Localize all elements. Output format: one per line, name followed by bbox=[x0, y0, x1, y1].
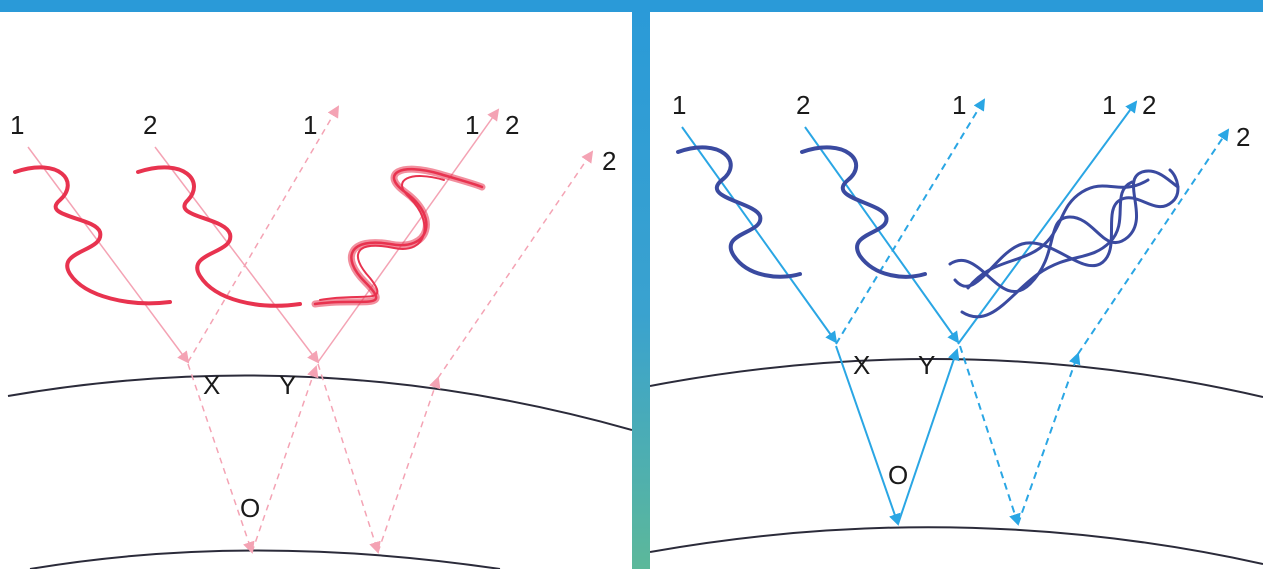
left-incident-ray-1 bbox=[27, 146, 190, 364]
left-incident-ray-2 bbox=[154, 146, 320, 364]
right-refracted-up bbox=[897, 348, 960, 525]
right-label-in-2: 2 bbox=[796, 90, 810, 120]
right-reflected-ray-1 bbox=[835, 98, 986, 345]
left-combined-ray-12 bbox=[317, 108, 500, 363]
right-bottom-surface bbox=[650, 526, 1263, 565]
right-point-y: Y bbox=[918, 350, 935, 380]
left-ray2-transmitted bbox=[317, 363, 381, 554]
right-diagram-svg: 1 2 1 1 2 2 X Y O bbox=[650, 90, 1263, 565]
left-wave-2 bbox=[136, 165, 302, 308]
right-ray2-return bbox=[1017, 352, 1081, 525]
left-point-y: Y bbox=[279, 370, 296, 400]
left-label-out-12: 1 bbox=[465, 110, 479, 140]
left-ray2-reflected-out bbox=[437, 150, 594, 379]
right-point-o: O bbox=[888, 460, 908, 490]
right-diagram-panel: 1 2 1 1 2 2 X Y O bbox=[650, 12, 1263, 569]
left-label-in-2: 2 bbox=[143, 110, 157, 140]
right-label-in-1: 1 bbox=[672, 90, 686, 120]
left-ray2-return bbox=[377, 376, 441, 553]
left-bottom-surface bbox=[29, 549, 501, 569]
right-refracted-down bbox=[835, 345, 901, 526]
right-label-out-12: 1 bbox=[1102, 90, 1116, 120]
right-label-out-12b: 2 bbox=[1142, 90, 1156, 120]
left-label-out-1: 1 bbox=[303, 110, 317, 140]
right-ray2-transmitted bbox=[959, 345, 1021, 526]
right-wave-1 bbox=[676, 145, 802, 279]
left-top-surface bbox=[7, 374, 632, 431]
left-label-in-1: 1 bbox=[10, 110, 24, 140]
right-top-surface bbox=[650, 358, 1263, 398]
right-ray2-reflected-out bbox=[1077, 128, 1230, 355]
right-incident-ray-2 bbox=[804, 126, 960, 344]
right-wave-2 bbox=[800, 145, 927, 279]
right-combined-ray-12 bbox=[957, 100, 1138, 345]
left-reflected-ray-1 bbox=[187, 105, 340, 363]
right-label-out-1: 1 bbox=[952, 90, 966, 120]
left-point-x: X bbox=[203, 370, 220, 400]
left-label-out-2: 2 bbox=[602, 146, 616, 176]
right-incident-ray-1 bbox=[681, 126, 838, 344]
right-label-out-2: 2 bbox=[1236, 122, 1250, 152]
left-diagram-panel: 1 2 1 1 2 2 X Y O bbox=[0, 12, 632, 569]
left-diagram-svg: 1 2 1 1 2 2 X Y O bbox=[7, 105, 632, 569]
left-wave-1 bbox=[13, 165, 172, 306]
left-refracted-down bbox=[187, 363, 255, 554]
right-point-x: X bbox=[853, 350, 870, 380]
left-point-o: O bbox=[240, 493, 260, 523]
left-label-out-12b: 2 bbox=[505, 110, 519, 140]
left-reflected-wave bbox=[311, 165, 486, 308]
right-reflected-wave bbox=[948, 168, 1180, 319]
